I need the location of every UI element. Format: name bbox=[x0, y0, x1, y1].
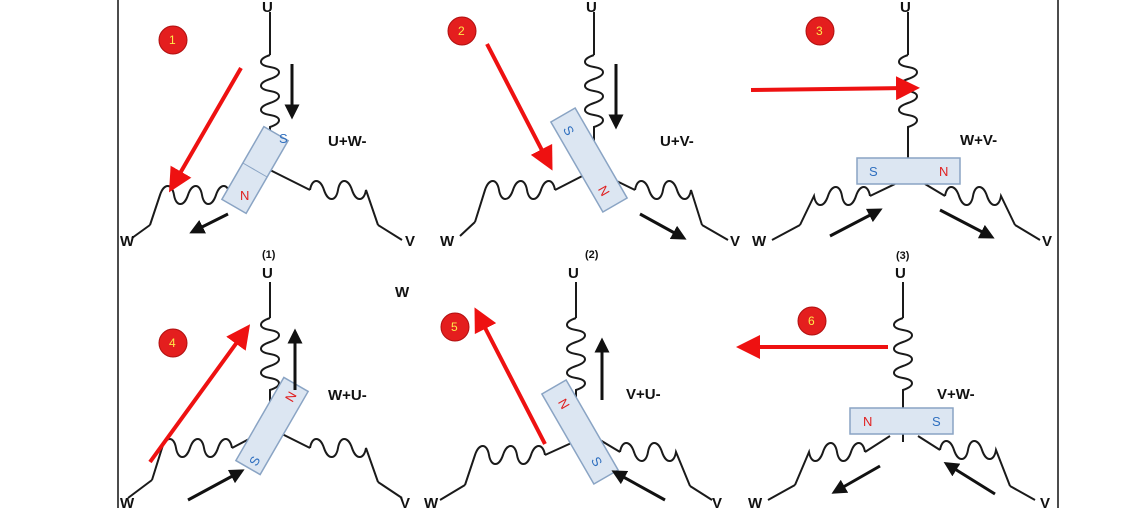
terminal-u: U bbox=[262, 265, 273, 282]
panel-6: N S U W V V+W- 6 bbox=[736, 265, 1050, 508]
terminal-v: V bbox=[1040, 495, 1050, 508]
terminal-v: V bbox=[1042, 233, 1052, 250]
rotor-magnet bbox=[849, 407, 954, 435]
step-badge bbox=[797, 306, 827, 336]
w-coil bbox=[464, 445, 546, 486]
step-number: 4 bbox=[169, 336, 176, 350]
field-direction-arrow bbox=[750, 76, 920, 101]
terminal-w: W bbox=[120, 495, 135, 508]
current-arrow-v bbox=[943, 462, 996, 496]
current-arrow-w bbox=[189, 212, 229, 234]
phase-label: W+U- bbox=[328, 387, 367, 404]
u-coil bbox=[893, 317, 913, 408]
rotor-magnet bbox=[856, 157, 961, 185]
field-direction-arrow bbox=[168, 66, 243, 193]
phase-label: V+U- bbox=[626, 386, 661, 403]
terminal-v: V bbox=[712, 495, 722, 508]
stray-label-w: W bbox=[395, 284, 410, 301]
pole-n: N bbox=[240, 188, 249, 203]
rotor-magnet bbox=[549, 106, 629, 214]
v-coil bbox=[309, 438, 379, 483]
current-arrow-w bbox=[829, 208, 883, 238]
terminal-u: U bbox=[568, 265, 579, 282]
panel-1: S N U W V U+W- (1) 1 bbox=[120, 0, 415, 261]
v-coil bbox=[939, 440, 1011, 487]
w-coil bbox=[799, 186, 871, 226]
pole-s: S bbox=[932, 414, 941, 429]
terminal-u: U bbox=[900, 0, 911, 16]
current-arrow-w bbox=[831, 464, 881, 494]
field-direction-arrow bbox=[485, 43, 553, 171]
terminal-w: W bbox=[424, 495, 439, 508]
step-number: 5 bbox=[451, 320, 458, 334]
panel-3: S N U W V W+V- (3) 3 bbox=[750, 0, 1052, 262]
panel-4: N S U W V W+U- 4 bbox=[120, 265, 410, 508]
step-number: 3 bbox=[816, 24, 823, 38]
step-number: 2 bbox=[458, 24, 465, 38]
phase-label: V+W- bbox=[937, 386, 975, 403]
terminal-v: V bbox=[400, 495, 410, 508]
u-coil bbox=[260, 317, 280, 408]
panel-caption: (3) bbox=[896, 250, 910, 262]
u-coil bbox=[260, 54, 280, 150]
panel-caption: (1) bbox=[262, 249, 276, 261]
phase-label: W+V- bbox=[960, 132, 997, 149]
pole-s: S bbox=[279, 131, 288, 146]
u-coil bbox=[566, 317, 586, 408]
step-badge bbox=[158, 25, 188, 55]
field-direction-arrow bbox=[148, 324, 251, 464]
u-coil bbox=[584, 54, 604, 150]
pole-n: N bbox=[939, 164, 948, 179]
v-coil bbox=[619, 442, 691, 487]
w-coil bbox=[151, 438, 233, 481]
phase-label: U+V- bbox=[660, 133, 694, 150]
current-arrow-v bbox=[611, 470, 666, 502]
panel-5: N S U W V V+U- 5 bbox=[424, 265, 722, 508]
v-coil bbox=[309, 180, 379, 226]
w-coil bbox=[794, 442, 866, 486]
step-number: 6 bbox=[808, 314, 815, 328]
current-arrow-v bbox=[939, 208, 995, 239]
terminal-v: V bbox=[405, 233, 415, 250]
v-coil bbox=[944, 186, 1016, 226]
panel-caption: (2) bbox=[585, 249, 599, 261]
step-badge bbox=[805, 16, 835, 46]
terminal-u: U bbox=[262, 0, 273, 16]
terminal-w: W bbox=[440, 233, 455, 250]
panel-2: S N U W V U+V- (2) 2 bbox=[440, 0, 740, 261]
w-coil bbox=[474, 180, 556, 223]
terminal-u: U bbox=[586, 0, 597, 16]
pole-n: N bbox=[863, 414, 872, 429]
current-arrow-v bbox=[639, 212, 687, 240]
step-number: 1 bbox=[169, 33, 176, 47]
terminal-w: W bbox=[752, 233, 767, 250]
terminal-w: W bbox=[120, 233, 135, 250]
terminal-w: W bbox=[748, 495, 763, 508]
terminal-v: V bbox=[730, 233, 740, 250]
field-direction-arrow bbox=[474, 307, 547, 445]
rotor-magnet bbox=[540, 378, 620, 486]
terminal-u: U bbox=[895, 265, 906, 282]
step-badge bbox=[440, 312, 470, 342]
step-badge bbox=[447, 16, 477, 46]
phase-label: U+W- bbox=[328, 133, 366, 150]
current-arrow-w bbox=[187, 469, 245, 502]
pole-s: S bbox=[869, 164, 878, 179]
u-coil bbox=[898, 54, 918, 158]
v-coil bbox=[634, 180, 703, 226]
step-badge bbox=[158, 328, 188, 358]
